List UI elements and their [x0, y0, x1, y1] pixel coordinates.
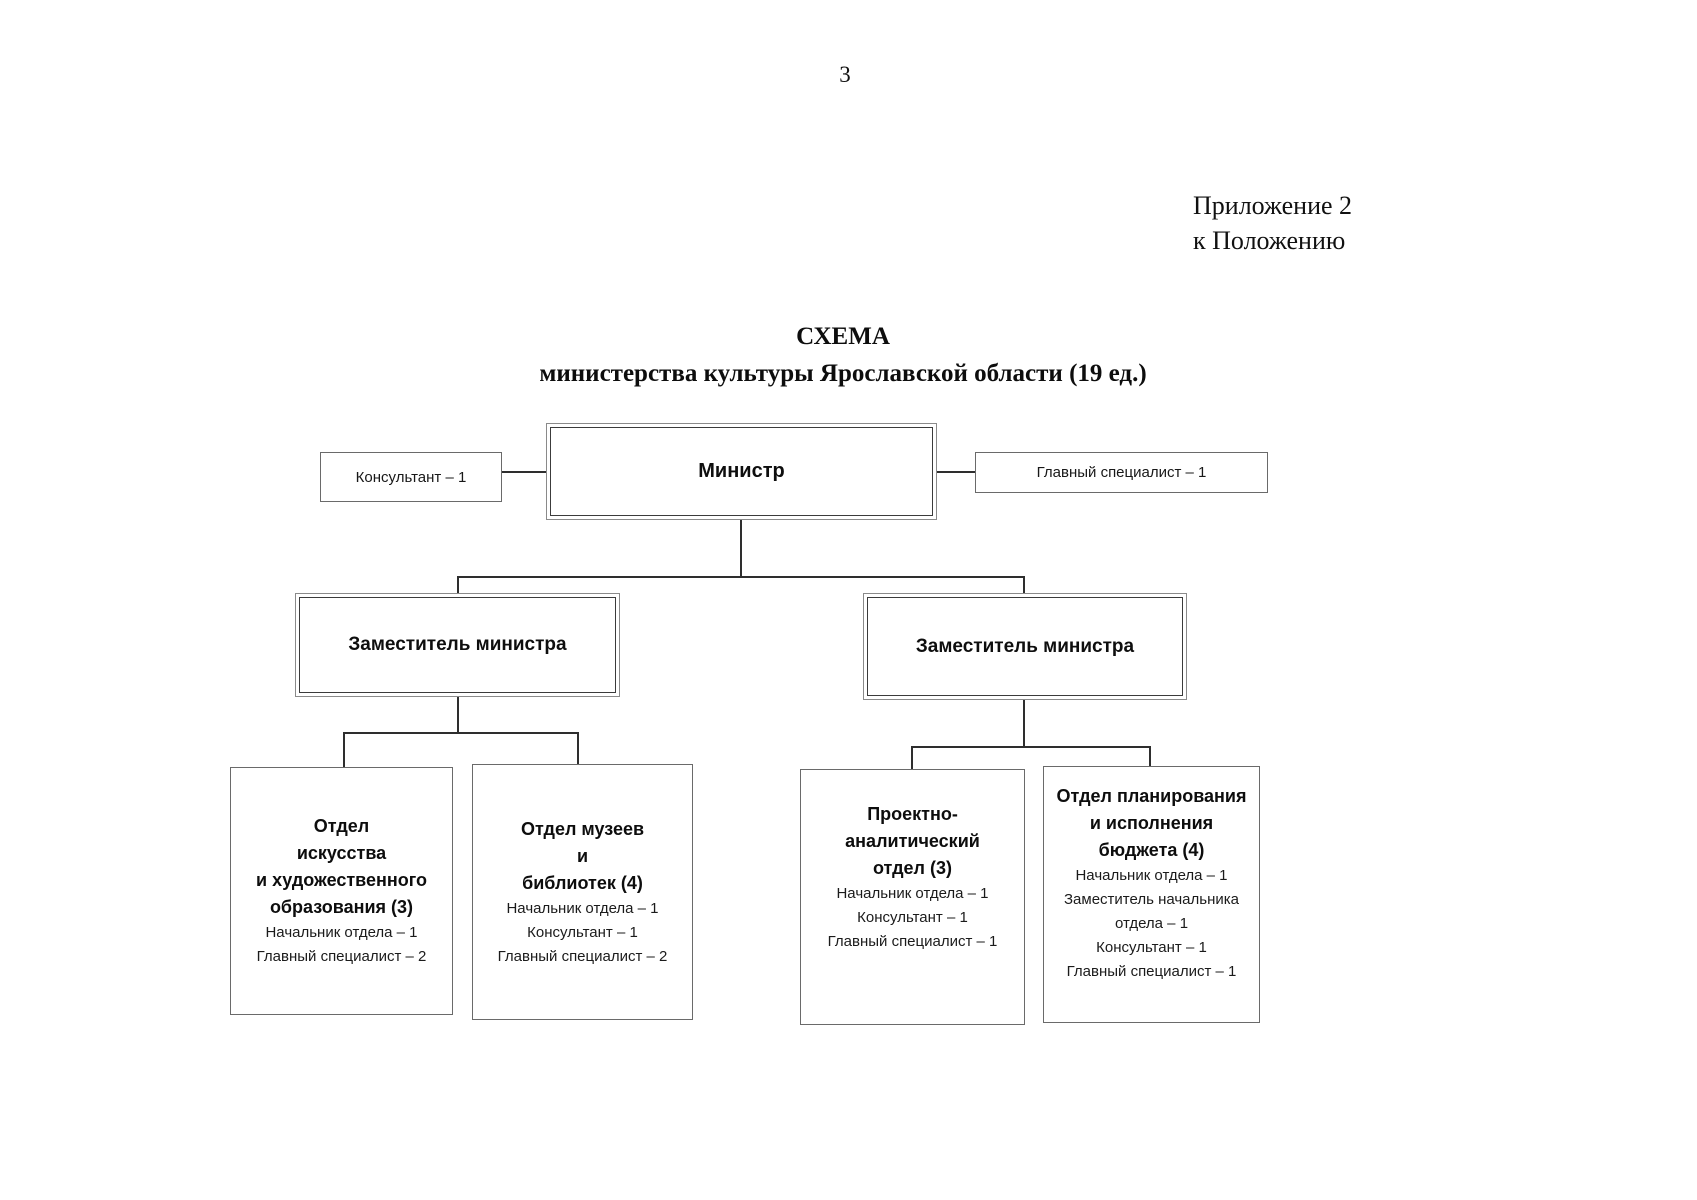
- connector-deputy1-down: [457, 697, 459, 734]
- minister-label: Министр: [698, 460, 785, 482]
- dept-title-line: Отдел музеев: [520, 818, 645, 839]
- dept-title-line: и: [576, 845, 589, 866]
- connector-deputy1-bar: [343, 732, 579, 734]
- connector-consultant-minister: [502, 471, 548, 473]
- org-box-dept-project-analytics: Проектно- аналитический отдел (3) Началь…: [800, 769, 1025, 1025]
- deputy-1-label: Заместитель министра: [348, 634, 567, 655]
- dept-staff-line: Главный специалист – 1: [1066, 963, 1237, 980]
- org-box-dept-museums-libraries: Отдел музеев и библиотек (4) Начальник о…: [472, 764, 693, 1020]
- connector-deputy2-drop: [1023, 576, 1025, 594]
- dept-staff-line: Главный специалист – 2: [256, 948, 427, 965]
- annotation-line-2: к Положению: [1193, 226, 1346, 255]
- dept-title-line: Отдел: [313, 816, 370, 836]
- dept-staff-line: Заместитель начальника отдела – 1: [1063, 891, 1239, 932]
- annotation-line-1: Приложение 2: [1193, 191, 1353, 220]
- org-box-deputy-1: Заместитель министра: [295, 593, 620, 697]
- dept-title-line: образования (3): [269, 897, 414, 917]
- dept-title-line: бюджета (4): [1098, 840, 1205, 860]
- org-box-dept-arts-education: Отдел искусства и художественного образо…: [230, 767, 453, 1015]
- connector-dept4-drop: [1149, 746, 1151, 767]
- chief-specialist-label: Главный специалист – 1: [1036, 464, 1207, 481]
- deputy-2-label: Заместитель министра: [915, 635, 1135, 657]
- connector-deputies-bar: [457, 576, 1025, 578]
- dept-staff-line: Начальник отдела – 1: [836, 884, 989, 902]
- connector-deputy2-bar: [911, 746, 1151, 748]
- page-number: 3: [839, 62, 851, 87]
- dept-staff-line: Главный специалист – 2: [497, 947, 668, 965]
- connector-deputy1-drop: [457, 576, 459, 594]
- dept-title-line: искусства: [296, 843, 387, 863]
- org-box-deputy-2: Заместитель министра: [863, 593, 1187, 700]
- org-box-consultant: Консультант – 1: [320, 452, 502, 502]
- connector-deputy2-down: [1023, 700, 1025, 747]
- dept-staff-line: Начальник отдела – 1: [506, 899, 659, 917]
- org-box-dept-budget-planning: Отдел планирования и исполнения бюджета …: [1043, 766, 1260, 1023]
- org-box-chief-specialist: Главный специалист – 1: [975, 452, 1268, 493]
- title-line-2: министерства культуры Ярославской област…: [539, 360, 1147, 387]
- connector-dept2-drop: [577, 732, 579, 765]
- title-line-1: СХЕМА: [796, 323, 890, 350]
- dept-staff-line: Консультант – 1: [857, 908, 968, 926]
- consultant-label: Консультант – 1: [355, 468, 467, 486]
- dept-staff-line: Консультант – 1: [1096, 939, 1207, 956]
- dept-title-line: отдел (3): [873, 857, 952, 878]
- dept-title-line: Проектно-: [867, 803, 958, 824]
- appendix-annotation: Приложение 2 к Положению: [1193, 188, 1352, 258]
- dept-title-line: Отдел планирования: [1056, 786, 1247, 806]
- dept-title-line: и художественного: [256, 870, 427, 890]
- connector-minister-down: [740, 519, 742, 577]
- dept-staff-line: Главный специалист – 1: [827, 932, 998, 950]
- dept-staff-line: Начальник отдела – 1: [1075, 867, 1228, 884]
- dept-title-line: аналитический: [845, 830, 980, 851]
- dept-title-line: и исполнения: [1089, 813, 1214, 833]
- connector-minister-chief-specialist: [935, 471, 977, 473]
- dept-title-line: библиотек (4): [522, 872, 643, 893]
- dept-staff-line: Начальник отдела – 1: [265, 924, 418, 941]
- document-title: СХЕМА министерства культуры Ярославской …: [343, 318, 1343, 392]
- connector-dept1-drop: [343, 732, 345, 768]
- org-box-minister: Министр: [546, 423, 937, 520]
- connector-dept3-drop: [911, 746, 913, 770]
- dept-staff-line: Консультант – 1: [527, 923, 638, 941]
